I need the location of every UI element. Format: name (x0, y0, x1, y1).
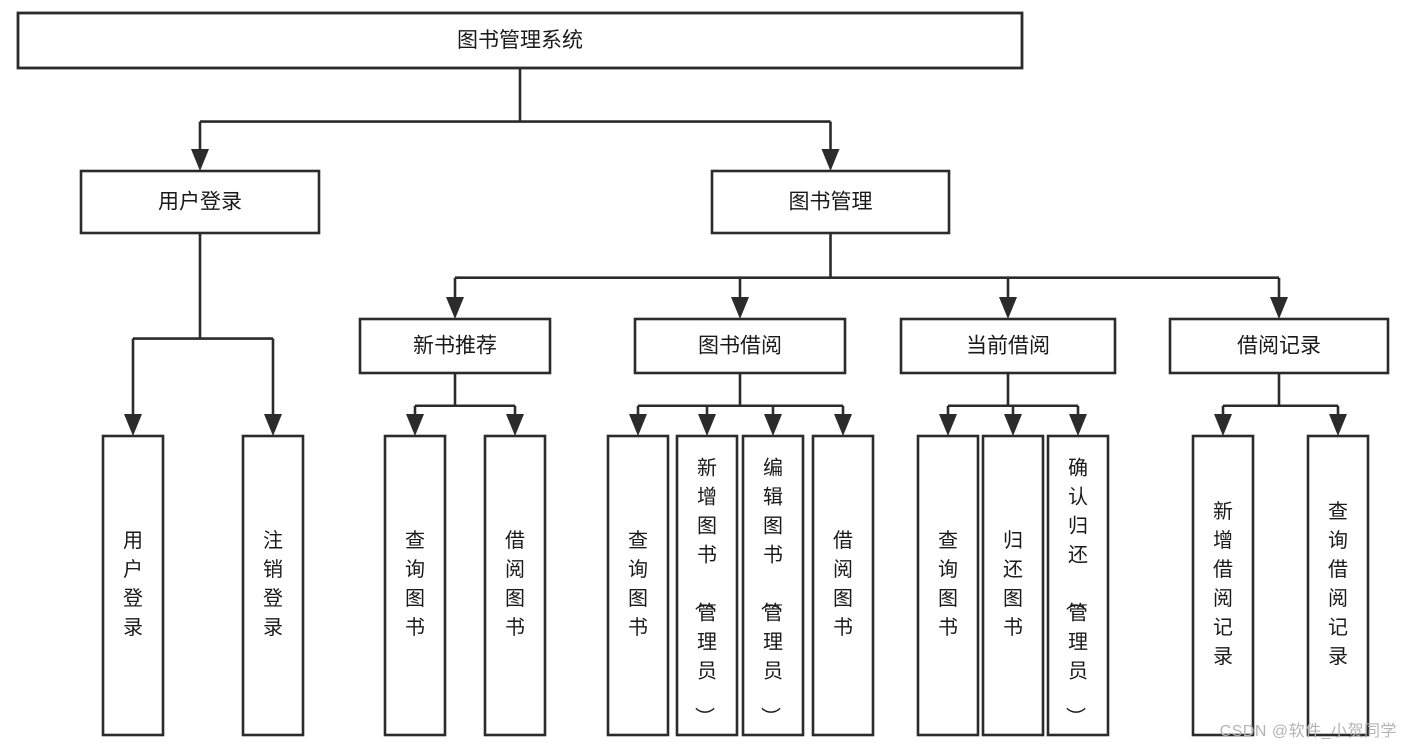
node-box[interactable] (241, 434, 305, 737)
node-box[interactable] (358, 317, 552, 375)
arrow-head-icon (731, 297, 749, 319)
node-box[interactable] (675, 434, 739, 737)
node-box[interactable] (16, 11, 1024, 70)
node-box[interactable] (1046, 434, 1110, 737)
arrow-head-icon (1004, 414, 1022, 436)
node-label: 当前借阅 (966, 335, 1050, 358)
node-label: 确认归还（管理员） (1063, 457, 1088, 727)
node-box[interactable] (633, 317, 847, 375)
node-box[interactable] (1191, 434, 1255, 737)
arrow-head-icon (834, 414, 852, 436)
arrow-head-icon (821, 149, 840, 171)
node-label: 用户登录 (158, 191, 242, 214)
node-label: 编辑图书（管理员） (758, 457, 783, 727)
node-box[interactable] (1168, 317, 1390, 375)
node-label: 借阅图书 (505, 529, 525, 639)
node-box[interactable] (101, 434, 165, 737)
node-label: 图书借阅 (698, 335, 782, 358)
arrow-head-icon (764, 414, 782, 436)
node-leaf-add-book-admin[interactable]: 新增图书（管理员） (675, 434, 739, 737)
node-label: 注销登录 (263, 529, 283, 639)
node-label: 查询图书 (938, 529, 958, 639)
node-label: 借阅图书 (833, 529, 853, 639)
arrow-head-icon (939, 414, 957, 436)
node-user-login[interactable]: 用户登录 (79, 169, 321, 235)
watermark-text: CSDN @软件_小贺同学 (1219, 723, 1397, 740)
arrow-head-icon (1214, 414, 1232, 436)
arrow-head-icon (406, 414, 424, 436)
node-borrow-record[interactable]: 借阅记录 (1168, 317, 1390, 375)
node-label: 查询图书 (628, 529, 648, 639)
node-leaf-add-borrow-record[interactable]: 新增借阅记录 (1191, 434, 1255, 737)
node-leaf-borrow-book-borrow[interactable]: 借阅图书 (811, 434, 875, 737)
node-leaf-user-login[interactable]: 用户登录 (101, 434, 165, 737)
node-label: 查询图书 (405, 529, 425, 639)
node-box[interactable] (916, 434, 980, 737)
node-box[interactable] (710, 169, 951, 235)
node-leaf-query-book-borrow[interactable]: 查询图书 (606, 434, 670, 737)
node-box[interactable] (483, 434, 547, 737)
arrow-head-icon (124, 414, 142, 436)
node-leaf-edit-book-admin[interactable]: 编辑图书（管理员） (741, 434, 805, 737)
arrow-head-icon (698, 414, 716, 436)
node-leaf-query-book-current[interactable]: 查询图书 (916, 434, 980, 737)
node-label: 借阅记录 (1237, 335, 1321, 358)
node-current-borrow[interactable]: 当前借阅 (899, 317, 1117, 375)
arrow-head-icon (264, 414, 282, 436)
arrow-head-icon (506, 414, 524, 436)
node-new-book-recommend[interactable]: 新书推荐 (358, 317, 552, 375)
arrow-head-icon (1270, 297, 1288, 319)
arrow-head-icon (1329, 414, 1347, 436)
node-book-management[interactable]: 图书管理 (710, 169, 951, 235)
arrow-head-icon (629, 414, 647, 436)
arrow-head-icon (191, 149, 209, 171)
node-leaf-borrow-book-recommend[interactable]: 借阅图书 (483, 434, 547, 737)
node-box[interactable] (981, 434, 1045, 737)
node-box[interactable] (811, 434, 875, 737)
node-layer: 图书管理系统用户登录图书管理新书推荐图书借阅当前借阅借阅记录用户登录注销登录查询… (16, 11, 1390, 737)
node-root[interactable]: 图书管理系统 (16, 11, 1024, 70)
node-box[interactable] (741, 434, 805, 737)
node-label: 图书管理 (789, 191, 873, 214)
node-label: 新书推荐 (413, 335, 497, 358)
node-leaf-return-book[interactable]: 归还图书 (981, 434, 1045, 737)
node-leaf-query-borrow-record[interactable]: 查询借阅记录 (1306, 434, 1370, 737)
node-leaf-query-book-recommend[interactable]: 查询图书 (383, 434, 447, 737)
node-box[interactable] (79, 169, 321, 235)
node-book-borrow[interactable]: 图书借阅 (633, 317, 847, 375)
node-box[interactable] (606, 434, 670, 737)
node-box[interactable] (899, 317, 1117, 375)
arrow-head-icon (1069, 414, 1087, 436)
node-box[interactable] (1306, 434, 1370, 737)
node-label: 用户登录 (123, 530, 143, 639)
connector-layer (124, 68, 1347, 436)
node-box[interactable] (383, 434, 447, 737)
node-label: 新增借阅记录 (1213, 500, 1233, 668)
arrow-head-icon (446, 297, 464, 319)
node-label: 查询借阅记录 (1328, 500, 1348, 668)
node-leaf-logout[interactable]: 注销登录 (241, 434, 305, 737)
node-label: 图书管理系统 (457, 29, 583, 52)
node-leaf-confirm-return-admin[interactable]: 确认归还（管理员） (1046, 434, 1110, 737)
node-label: 新增图书（管理员） (692, 457, 717, 727)
node-label: 归还图书 (1003, 529, 1023, 639)
arrow-head-icon (999, 297, 1017, 319)
